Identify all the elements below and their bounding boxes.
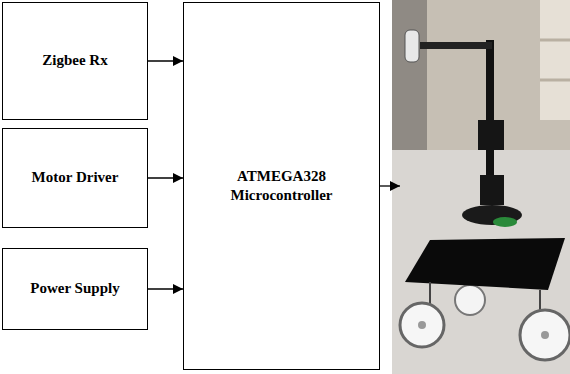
wheel — [400, 303, 444, 347]
wheel — [520, 310, 570, 360]
box-label: ATMEGA328 Microcontroller — [194, 167, 369, 206]
box-label: Zigbee Rx — [42, 51, 107, 71]
signal-arrow — [148, 60, 183, 61]
box-label: Power Supply — [30, 279, 119, 299]
photo-wall — [392, 0, 570, 150]
photo-shadow — [392, 0, 427, 150]
wheel-hub — [418, 321, 426, 329]
signal-arrow — [148, 288, 183, 289]
shelf-edge — [540, 39, 570, 42]
output-arrow — [378, 185, 400, 186]
gripper — [405, 30, 419, 62]
signal-arrow — [148, 177, 183, 178]
circuit-board — [493, 217, 517, 227]
servo — [480, 175, 504, 205]
photo-shelf — [540, 0, 570, 120]
controller-box: ATMEGA328 Microcontroller — [183, 2, 380, 370]
input-box: Motor Driver — [2, 128, 148, 228]
shelf-edge — [540, 79, 570, 82]
input-box: Power Supply — [2, 248, 148, 330]
wheel — [455, 285, 485, 315]
input-box: Zigbee Rx — [2, 2, 148, 120]
wheel-hub — [541, 331, 549, 339]
box-label: Motor Driver — [32, 168, 119, 188]
photo-ground — [392, 0, 570, 374]
arm-boom — [420, 42, 492, 49]
servo — [478, 120, 504, 150]
